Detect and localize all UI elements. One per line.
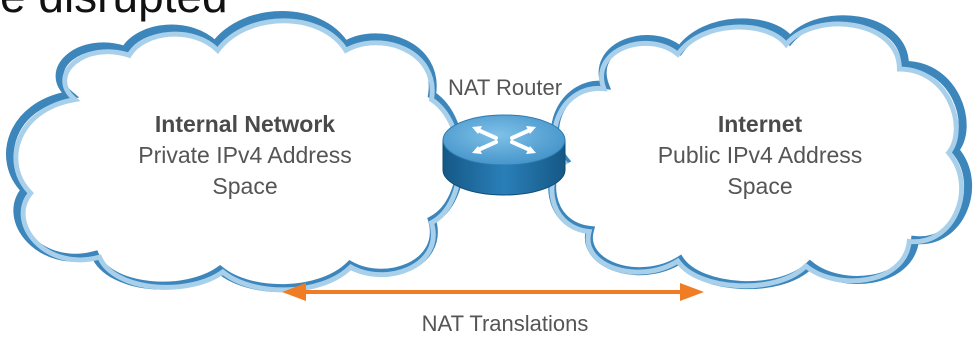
router-icon (442, 114, 566, 196)
internal-network-line2: Space (212, 173, 278, 199)
double-arrow-icon (282, 283, 704, 301)
router-label: NAT Router (447, 75, 563, 100)
internet-cloud (548, 15, 973, 290)
page-heading: e disrupted (0, 0, 228, 22)
internet-cloud-inner-glow (549, 21, 965, 289)
internal-network-title: Internal Network (154, 111, 336, 137)
internet-line2: Space (727, 173, 793, 199)
internet-text: Internet Public IPv4 Address Space (610, 109, 910, 202)
internal-network-cloud (6, 11, 465, 293)
internet-title: Internet (717, 111, 803, 137)
internet-line1: Public IPv4 Address (657, 142, 863, 168)
internal-cloud-inner-glow (13, 18, 462, 293)
internal-network-line1: Private IPv4 Address (138, 142, 352, 168)
nat-translations-label: NAT Translations (421, 311, 589, 336)
internal-network-text: Internal Network Private IPv4 Address Sp… (95, 109, 395, 202)
